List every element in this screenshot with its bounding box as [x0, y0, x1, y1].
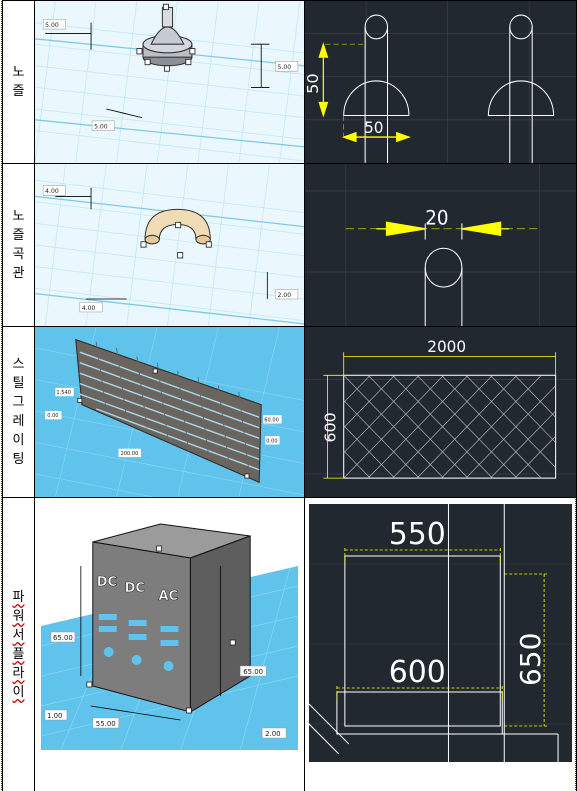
autocad-dim-label: 50	[305, 73, 322, 94]
autocad-dim-label: 50	[364, 117, 383, 137]
psu-panel-label: DC	[97, 575, 117, 590]
autocad-dim-label: 600	[389, 655, 446, 690]
label-char: 레	[12, 414, 25, 429]
label-char: 노	[12, 65, 25, 80]
autocad-nozzle-image: 50 50	[305, 1, 576, 163]
autocad-elbow-cell: 20	[304, 163, 577, 327]
row-label-nozzle-elbow: 노 즐 곡 관	[2, 163, 35, 327]
tinkercad-dim-label: 2.00	[265, 730, 281, 738]
tinkercad-dim-label: 60.00	[264, 417, 279, 423]
label-char: 이	[12, 433, 25, 448]
autocad-psu-image: 550 600 650	[309, 504, 572, 762]
autocad-nozzle-cell: 50 50	[304, 0, 577, 164]
label-char: 스	[12, 357, 25, 372]
tinkercad-grating-image: 1.540 0.00 200.00 60.00 0.00	[35, 327, 304, 497]
label-char: 즐	[12, 84, 25, 99]
autocad-dim-label: 600	[322, 412, 340, 442]
tinkercad-dim-label: 4.00	[45, 188, 59, 195]
label-char: 팅	[12, 452, 25, 467]
tinkercad-elbow-image: 4.00 4.00 2.00	[35, 164, 304, 326]
autocad-dim-label: 650	[514, 633, 547, 686]
table-row-nozzle: 노 즐	[2, 0, 577, 164]
tinkercad-nozzle-cell: 5.00 5.00 5.00	[34, 0, 305, 164]
tinkercad-dim-label: 1.540	[56, 390, 71, 396]
psu-panel-label: DC	[125, 581, 145, 596]
table-row-steel-grating: 스 틸 그 레 이 팅	[2, 326, 577, 498]
table-row-nozzle-elbow: 노 즐 곡 관	[2, 163, 577, 327]
psu-panel-label: AC	[159, 589, 179, 604]
autocad-dim-label: 550	[389, 517, 446, 552]
autocad-grating-image: 2000 600	[305, 327, 576, 497]
label-char: 워	[12, 609, 25, 624]
tinkercad-grating-cell: 1.540 0.00 200.00 60.00 0.00	[34, 326, 305, 498]
tinkercad-psu-image: DC DC AC	[41, 506, 298, 750]
row-label-steel-grating: 스 틸 그 레 이 팅	[2, 326, 35, 498]
tinkercad-dim-label: 5.00	[278, 64, 292, 71]
autocad-dim-label: 2000	[427, 338, 466, 356]
autocad-elbow-image: 20	[305, 164, 576, 326]
tinkercad-dim-label: 200.00	[121, 451, 139, 457]
tinkercad-dim-label: 5.00	[45, 22, 59, 29]
autocad-grating-cell: 2000 600	[304, 326, 577, 498]
row-label-power-supply: 파 워 서 플 라 이	[2, 497, 35, 791]
label-char: 이	[12, 685, 25, 700]
label-char: 라	[12, 666, 25, 681]
tinkercad-dim-label: 4.00	[82, 305, 96, 312]
tinkercad-nozzle-image: 5.00 5.00 5.00	[35, 1, 304, 163]
tinkercad-dim-label: 55.00	[96, 720, 116, 728]
tinkercad-elbow-cell: 4.00 4.00 2.00	[34, 163, 305, 327]
autocad-dim-label: 20	[425, 207, 448, 230]
label-char: 틸	[12, 376, 25, 391]
label-char: 파	[12, 590, 25, 605]
tinkercad-dim-label: 5.00	[94, 123, 108, 130]
label-char: 관	[12, 266, 25, 281]
label-char: 서	[12, 628, 25, 643]
label-char: 그	[12, 395, 25, 410]
tinkercad-psu-cell: DC DC AC	[34, 497, 305, 791]
tinkercad-dim-label: 65.00	[53, 634, 73, 642]
tinkercad-dim-label: 2.00	[278, 292, 292, 299]
tinkercad-dim-label: 0.00	[47, 413, 58, 419]
label-char: 즐	[12, 228, 25, 243]
tinkercad-dim-label: 1.00	[47, 712, 63, 720]
label-char: 곡	[12, 247, 25, 262]
row-label-nozzle: 노 즐	[2, 0, 35, 164]
label-char: 노	[12, 209, 25, 224]
table-row-power-supply: 파 워 서 플 라 이	[2, 497, 577, 791]
tinkercad-dim-label: 0.00	[266, 438, 277, 444]
label-char: 플	[12, 647, 25, 662]
autocad-psu-cell: 550 600 650	[304, 497, 577, 791]
tinkercad-dim-label: 65.00	[243, 668, 263, 676]
